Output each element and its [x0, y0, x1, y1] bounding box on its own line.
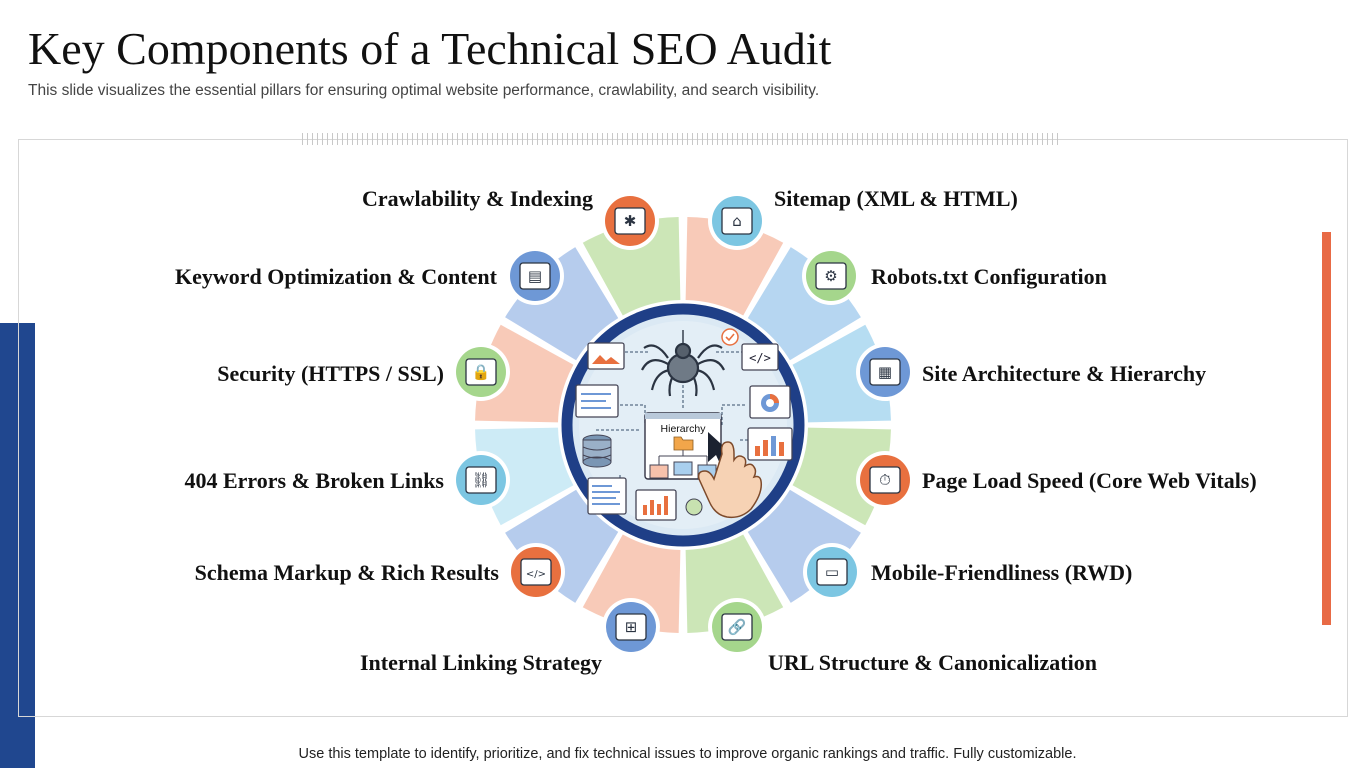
label-sitemap: Sitemap (XML & HTML)	[774, 186, 1018, 211]
wheel-wedge	[792, 324, 891, 423]
frame-tick-decoration	[302, 133, 1062, 145]
footer-note: Use this template to identify, prioritiz…	[298, 746, 1077, 762]
svg-text:🔒: 🔒	[472, 363, 491, 381]
svg-text:⏱: ⏱	[879, 471, 891, 489]
left-accent-bar	[0, 323, 35, 768]
hub-database-icon	[582, 434, 612, 468]
sitemap-icon: ⌂	[708, 192, 766, 250]
hub-code-window-icon: </>	[741, 343, 779, 371]
svg-text:▦: ▦	[878, 363, 892, 381]
wheel-wedge	[505, 489, 619, 603]
stopwatch-icon: ⏱	[856, 451, 914, 509]
label-404-errors: 404 Errors & Broken Links	[184, 468, 444, 493]
spider-icon: ✱	[601, 192, 659, 250]
svg-text:✱: ✱	[624, 212, 637, 230]
right-accent-bar	[1322, 232, 1331, 625]
architecture-icon: ▦	[856, 343, 914, 401]
robots-txt-icon: ⚙	[802, 247, 860, 305]
hub-spider-icon	[641, 330, 725, 397]
internal-links-icon: ⊞	[602, 598, 660, 656]
svg-text:</>: </>	[526, 569, 546, 580]
label-crawlability: Crawlability & Indexing	[361, 186, 593, 211]
label-robots-txt: Robots.txt Configuration	[871, 264, 1107, 289]
hub-screen-chart-icon	[635, 489, 677, 521]
broken-link-icon: ⛓	[452, 451, 510, 509]
label-schema-markup: Schema Markup & Rich Results	[194, 560, 499, 585]
hub-pie-window-icon	[749, 385, 791, 419]
hub-screen-left-icon	[587, 477, 627, 515]
label-url-structure: URL Structure & Canonicalization	[768, 650, 1097, 675]
svg-text:⛓: ⛓	[471, 471, 490, 489]
svg-text:🔗: 🔗	[728, 617, 747, 636]
label-mobile-friendliness: Mobile-Friendliness (RWD)	[871, 560, 1133, 585]
svg-text:⊞: ⊞	[625, 618, 638, 636]
label-keyword-optimization: Keyword Optimization & Content	[174, 264, 497, 289]
svg-text:⚙: ⚙	[824, 267, 837, 285]
url-link-icon: 🔗	[708, 598, 766, 656]
keyword-chart-icon: ▤	[506, 247, 564, 305]
wheel-wedge	[582, 534, 681, 633]
wheel-wedge	[582, 217, 681, 316]
label-internal-linking: Internal Linking Strategy	[359, 650, 602, 675]
svg-text:▤: ▤	[528, 267, 542, 285]
hub-hand-cursor-icon	[697, 432, 763, 519]
wheel-wedge	[747, 489, 861, 603]
schema-code-icon: </>	[507, 543, 565, 601]
hub-link-bubble-icon	[685, 498, 703, 516]
icon-layer: ✱ ⌂ ▤ ⚙ 🔒 ▦ ⛓ ⏱ </> ▭ ⊞ 🔗	[452, 192, 914, 656]
page-title: Key Components of a Technical SEO Audit	[28, 23, 832, 74]
mobile-device-icon: ▭	[803, 543, 861, 601]
wheel-wedge	[475, 324, 574, 423]
hub-document-icon	[575, 384, 619, 418]
wheel-wedge	[685, 217, 784, 316]
svg-text:⌂: ⌂	[732, 212, 742, 230]
label-security: Security (HTTPS / SSL)	[217, 361, 444, 386]
hub-image-window-icon	[587, 342, 625, 370]
label-site-architecture: Site Architecture & Hierarchy	[922, 361, 1207, 386]
center-hub: </>	[561, 303, 805, 547]
wheel-wedge	[747, 247, 861, 361]
label-page-load-speed: Page Load Speed (Core Web Vitals)	[922, 468, 1257, 493]
page-subtitle: This slide visualizes the essential pill…	[28, 82, 820, 99]
hub-check-icon	[721, 328, 739, 346]
svg-text:▭: ▭	[825, 563, 839, 581]
hub-hierarchy-label: Hierarchy	[661, 423, 707, 435]
padlock-icon: 🔒	[452, 343, 510, 401]
wheel-wedge	[505, 247, 619, 361]
svg-text:</>: </>	[749, 351, 771, 365]
hub-bar-chart-icon	[747, 427, 793, 461]
